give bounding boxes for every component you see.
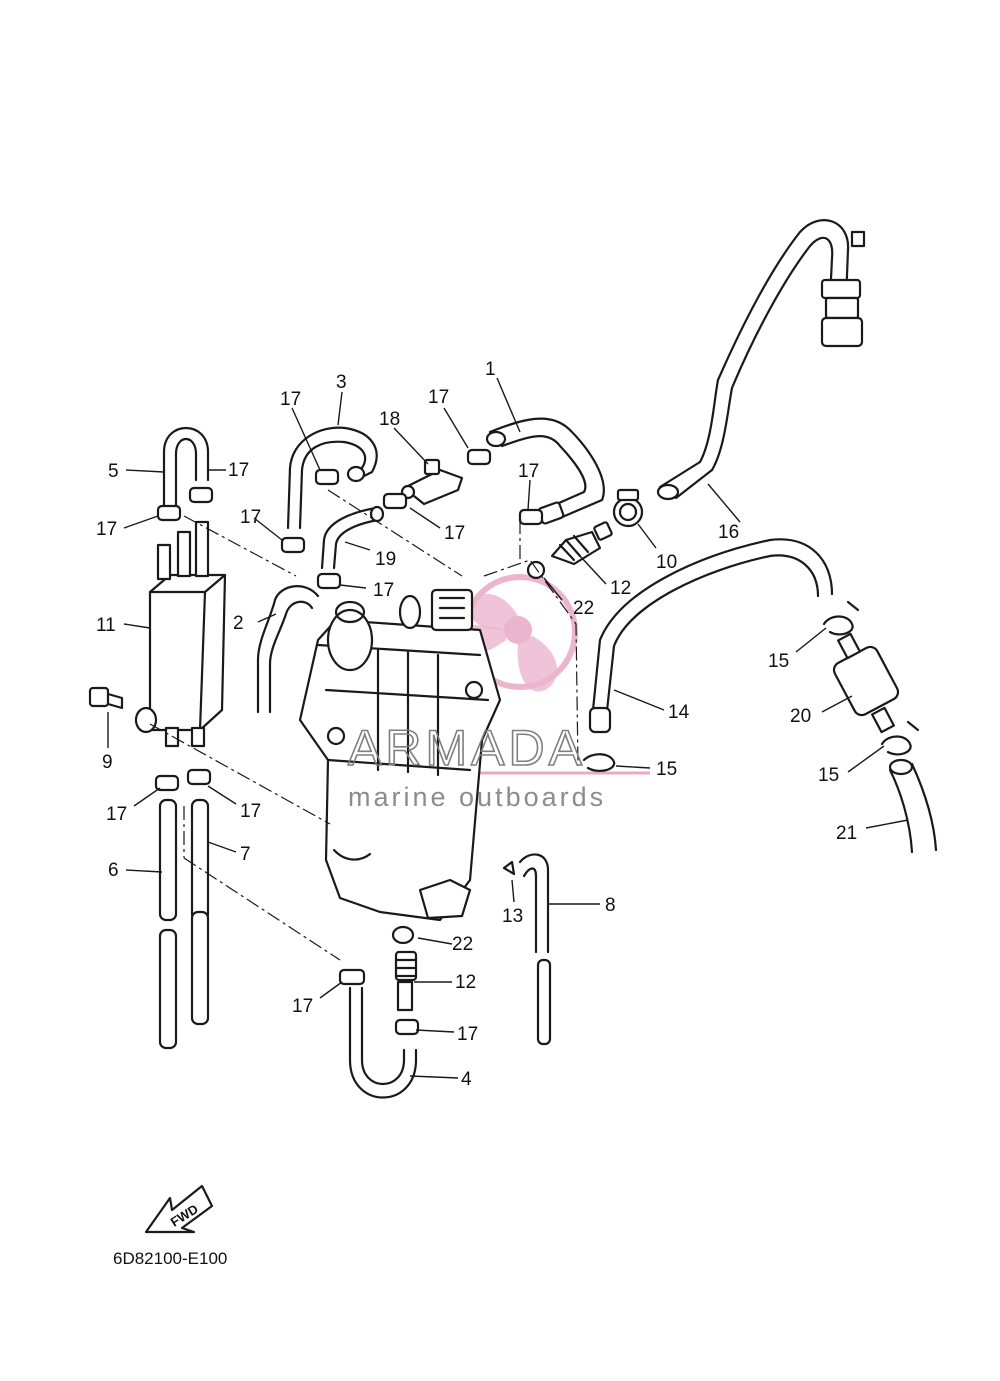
- callout-15-a: 15: [768, 651, 789, 672]
- watermark-brand: ARMADA: [348, 720, 586, 776]
- part-8-hose: [518, 853, 552, 1046]
- part-5-u-hose: [162, 427, 210, 508]
- callout-20: 20: [790, 706, 811, 727]
- part-17-clips-top: [280, 448, 544, 590]
- callout-10: 10: [656, 552, 677, 573]
- callout-21: 21: [836, 823, 857, 844]
- callout-3: 3: [336, 372, 347, 393]
- callout-17-k: 17: [292, 996, 313, 1017]
- part-19-hose: [320, 505, 385, 570]
- part-17-clips-left: [154, 486, 214, 792]
- part-11-separator: [148, 520, 227, 748]
- part-fuel-pump-assembly: [298, 588, 502, 922]
- reference-chain-lines: [149, 489, 579, 961]
- callout-12-lower: 12: [455, 972, 476, 993]
- callout-12-upper: 12: [610, 578, 631, 599]
- callout-22-upper: 22: [573, 598, 594, 619]
- leader-lines: [107, 377, 909, 1079]
- part-21-hose: [888, 758, 938, 854]
- callout-16: 16: [718, 522, 739, 543]
- callout-7: 7: [240, 844, 251, 865]
- callout-17-b: 17: [428, 387, 449, 408]
- callout-17-l: 17: [457, 1024, 478, 1045]
- callout-8: 8: [605, 895, 616, 916]
- part-7-hose: [190, 798, 210, 1026]
- part-20-fuel-filter: [832, 632, 900, 734]
- callout-4: 4: [461, 1069, 472, 1090]
- part-15-clips: [582, 600, 920, 772]
- callout-2: 2: [233, 613, 244, 634]
- callout-17-j: 17: [240, 801, 261, 822]
- callout-17-i: 17: [106, 804, 127, 825]
- callout-1: 1: [485, 359, 496, 380]
- callout-18: 18: [379, 409, 400, 430]
- part-14-hose: [588, 538, 834, 734]
- callout-17-a: 17: [280, 389, 301, 410]
- part-6-hose: [158, 798, 178, 1050]
- part-12-fitting-upper: [550, 521, 613, 566]
- part-10-hose-clamp: [612, 488, 644, 528]
- callout-13: 13: [502, 906, 523, 927]
- callout-22-lower: 22: [452, 934, 473, 955]
- callout-6: 6: [108, 860, 119, 881]
- callout-17-f: 17: [240, 507, 261, 528]
- drawing-code: 6D82100-E100: [113, 1249, 227, 1268]
- part-22-o-ring-upper: [526, 560, 546, 580]
- callout-14: 14: [668, 702, 690, 723]
- callout-17-e: 17: [96, 519, 117, 540]
- part-18-t-joint: [400, 458, 464, 506]
- part-12-fitting-lower: [394, 950, 418, 1012]
- callout-17-c: 17: [228, 460, 249, 481]
- callout-11: 11: [96, 615, 116, 636]
- part-22-o-ring-lower: [391, 925, 415, 945]
- fwd-arrow-icon: FWD: [144, 1184, 214, 1234]
- part-3-hose: [286, 426, 378, 530]
- callout-17-d: 17: [518, 461, 539, 482]
- part-16-fuel-hose: [656, 219, 866, 501]
- part-4-u-hose: [338, 968, 420, 1099]
- callout-17-g: 17: [444, 523, 465, 544]
- callout-5: 5: [108, 461, 119, 482]
- part-grommet: [134, 706, 158, 734]
- callout-17-h: 17: [373, 580, 394, 601]
- part-2-hose: [256, 585, 320, 714]
- callout-15-b: 15: [656, 759, 677, 780]
- callout-9: 9: [102, 752, 113, 773]
- callout-15-c: 15: [818, 765, 839, 786]
- watermark-tagline: marine outboards: [348, 782, 606, 812]
- part-13-clip: [502, 860, 516, 876]
- part-1-hose: [485, 417, 605, 525]
- callout-19: 19: [375, 549, 396, 570]
- part-9-bolt: [88, 686, 124, 710]
